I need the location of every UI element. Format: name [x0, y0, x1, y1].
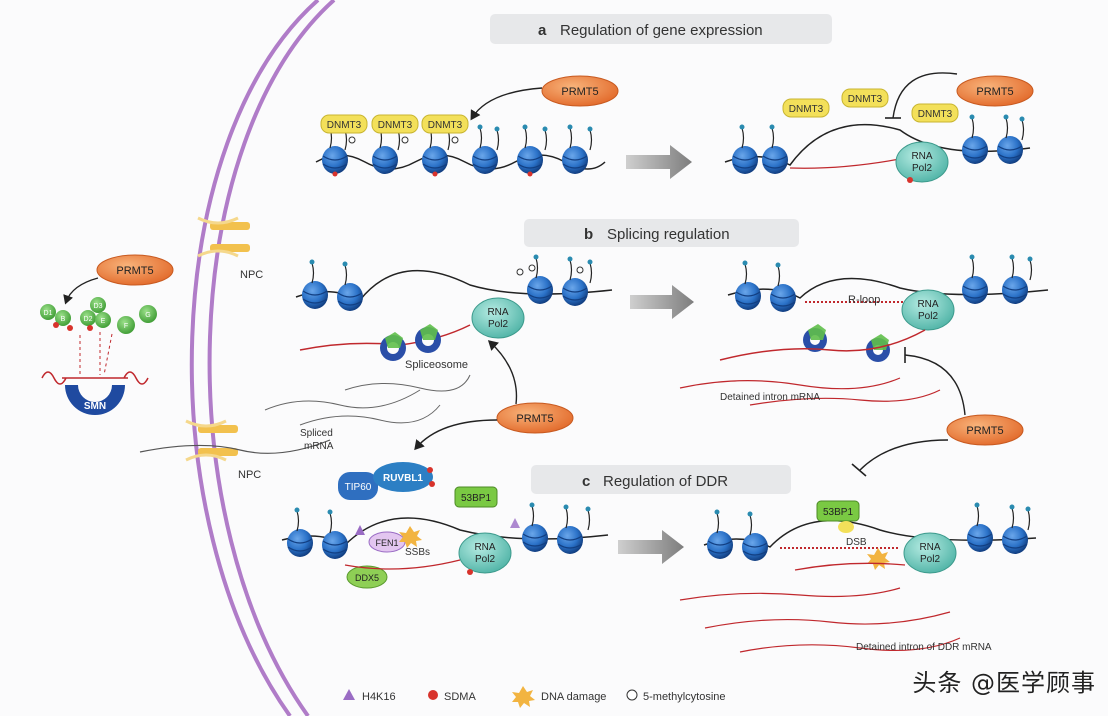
svg-text:DNMT3: DNMT3: [789, 104, 824, 115]
svg-text:B: B: [61, 316, 66, 323]
svg-text:D2: D2: [84, 316, 93, 323]
spliced-mrna-label-2: mRNA: [304, 441, 334, 452]
dsb-label: DSB: [846, 537, 867, 548]
svg-text:RNA: RNA: [474, 542, 495, 553]
legend-dna-damage: DNA damage: [541, 691, 606, 703]
svg-text:Pol2: Pol2: [920, 554, 940, 565]
svg-text:Pol2: Pol2: [918, 311, 938, 322]
svg-text:Pol2: Pol2: [475, 554, 495, 565]
detained-intron-ddr-label: Detained intron of DDR mRNA: [856, 642, 992, 653]
panel-b-header: b Splicing regulation: [524, 219, 799, 247]
53bp1-label-left: 53BP1: [461, 493, 491, 504]
panel-a-left-chromatin: DNMT3 DNMT3 DNMT3 PRMT5: [315, 75, 619, 177]
spliceosome-label: Spliceosome: [405, 359, 468, 371]
legend-5mc: 5-methylcytosine: [643, 691, 726, 703]
panel-b-left-splicing: RNA Pol2 Spliceosome Spliced mRNA PRMT5: [139, 253, 613, 454]
smn-label: SMN: [84, 401, 106, 412]
r-loop-label: R-loop: [848, 294, 880, 306]
53bp1-label-right: 53BP1: [823, 507, 853, 518]
panel-b-right-rloop: R-loop RNA Pol2 Detained intron mRNA PRM…: [679, 253, 1049, 477]
legend-sdma: SDMA: [444, 691, 476, 703]
npc-label-bottom: NPC: [238, 469, 261, 481]
svg-text:F: F: [124, 323, 128, 330]
open-circle-icon: [626, 689, 638, 701]
svg-text:RNA: RNA: [917, 299, 938, 310]
svg-text:DNMT3: DNMT3: [428, 120, 463, 131]
watermark: 头条 @医学顾事: [912, 669, 1096, 697]
transition-arrow-c: [618, 530, 684, 564]
svg-text:RNA: RNA: [919, 542, 940, 553]
npc-label-top: NPC: [240, 269, 263, 281]
prmt5-label-a-left: PRMT5: [561, 86, 598, 98]
starburst-icon: [512, 686, 535, 708]
svg-text:RNA: RNA: [911, 151, 932, 162]
panel-c-header: c Regulation of DDR: [531, 465, 791, 494]
panel-b-letter: b: [584, 226, 593, 243]
svg-text:D3: D3: [94, 303, 103, 310]
ddx5-label: DDX5: [355, 573, 379, 583]
svg-text:RNA: RNA: [487, 307, 508, 318]
legend-h4k16: H4K16: [362, 691, 396, 703]
dnmt3-group: DNMT3 DNMT3 DNMT3: [320, 114, 469, 134]
red-dot-icon: [428, 690, 438, 700]
legend: H4K16 SDMA DNA damage 5-methylcytosine: [343, 686, 726, 708]
nuclear-pore-complex-bottom: NPC: [185, 419, 261, 481]
panel-a-right-transcription: RNA Pol2 DNMT3 DNMT3 DNMT3 PRMT5: [724, 72, 1034, 183]
sm-proteins: D1 B D2 D3 E F G: [40, 297, 157, 334]
transition-arrow-b: [630, 285, 694, 319]
detained-intron-label: Detained intron mRNA: [720, 392, 820, 403]
svg-text:Pol2: Pol2: [488, 319, 508, 330]
spliced-mrna-label-1: Spliced: [300, 428, 333, 439]
fen1-label: FEN1: [375, 538, 398, 548]
svg-text:DNMT3: DNMT3: [848, 94, 883, 105]
panel-c-left-ddr: TIP60 RUVBL1 53BP1 FEN1 DDX5 SSBs RNA Po…: [281, 462, 609, 589]
svg-text:G: G: [145, 312, 150, 319]
panel-c-title: Regulation of DDR: [603, 473, 728, 490]
prmt5-label-cyto: PRMT5: [116, 265, 153, 277]
prmt5-label-a-right: PRMT5: [976, 86, 1013, 98]
svg-text:DNMT3: DNMT3: [327, 120, 362, 131]
panel-c-letter: c: [582, 473, 590, 490]
ssbs-label: SSBs: [405, 547, 430, 558]
prmt5-label-b-right: PRMT5: [966, 425, 1003, 437]
transition-arrow-a: [626, 145, 692, 179]
svg-text:E: E: [101, 318, 106, 325]
nuclear-membrane: [189, 0, 336, 716]
panel-a-title: Regulation of gene expression: [560, 22, 763, 39]
cytoplasm-smn-complex: PRMT5 D1 B D2 D3 E F G SMN: [40, 254, 174, 415]
panel-a-letter: a: [538, 22, 547, 39]
svg-text:DNMT3: DNMT3: [378, 120, 413, 131]
panel-a-header: a Regulation of gene expression: [490, 14, 832, 44]
svg-text:D1: D1: [44, 310, 53, 317]
triangle-icon: [343, 689, 355, 700]
svg-text:DNMT3: DNMT3: [918, 109, 953, 120]
prmt5-label-b: PRMT5: [516, 413, 553, 425]
panel-b-title: Splicing regulation: [607, 226, 730, 243]
nuclear-pore-complex-top: NPC: [197, 216, 263, 281]
tip60-label: TIP60: [345, 482, 372, 493]
panel-c-right-dsb: 53BP1 DSB RNA Pol2 Detained intron of DD…: [679, 500, 1037, 653]
ruvbl1-label: RUVBL1: [383, 473, 423, 484]
svg-text:Pol2: Pol2: [912, 163, 932, 174]
